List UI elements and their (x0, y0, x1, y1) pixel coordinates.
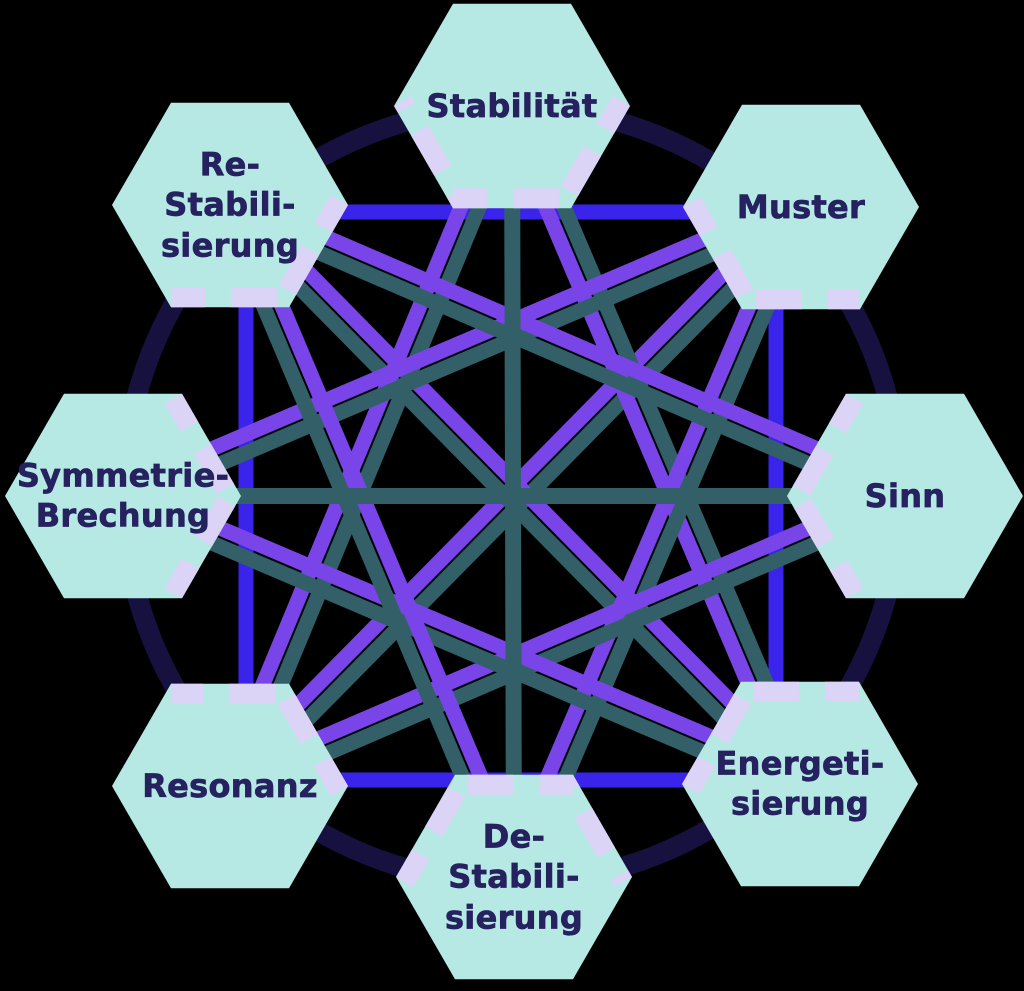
dash-border-de-stabilisierung (396, 774, 632, 887)
hexagon-re-stabilisierung (112, 102, 348, 308)
edge-teal-energetisierung-symmetrie-brechung (116, 496, 800, 799)
hexagon-stabilitaet (394, 3, 630, 209)
edge-purple-muster-symmetrie-brechung (116, 192, 801, 496)
edge-purple-de-stabilisierung-re-stabilisierung (230, 198, 529, 877)
edge-teal-muster-symmetrie-brechung (123, 207, 808, 511)
edge-teal-sinn-re-stabilisierung (223, 205, 905, 511)
hexagon-symmetrie-brechung (5, 393, 241, 599)
edge-purple-stabilitaet-resonanz (215, 99, 512, 786)
edge-purple-stabilitaet-energetisierung (497, 106, 800, 791)
hexagon-resonanz (112, 683, 348, 889)
hexagon-muster (683, 104, 919, 310)
edge-purple-sinn-resonanz (223, 481, 905, 786)
hexagon-de-stabilisierung (396, 774, 632, 980)
edge-teal-de-stabilisierung-re-stabilisierung (215, 205, 514, 884)
edge-teal-stabilitaet-energetisierung (512, 99, 815, 784)
hexagon-energetisierung (682, 681, 918, 887)
edge-teal-sinn-resonanz (230, 496, 912, 801)
edge-purple-sinn-re-stabilisierung (230, 190, 912, 496)
hexagon-sinn (787, 393, 1023, 599)
edge-purple-energetisierung-symmetrie-brechung (123, 481, 807, 784)
edge-teal-stabilitaet-resonanz (230, 106, 527, 793)
edge-purple-muster-de-stabilisierung (499, 200, 801, 877)
edge-teal-muster-de-stabilisierung (514, 207, 816, 884)
